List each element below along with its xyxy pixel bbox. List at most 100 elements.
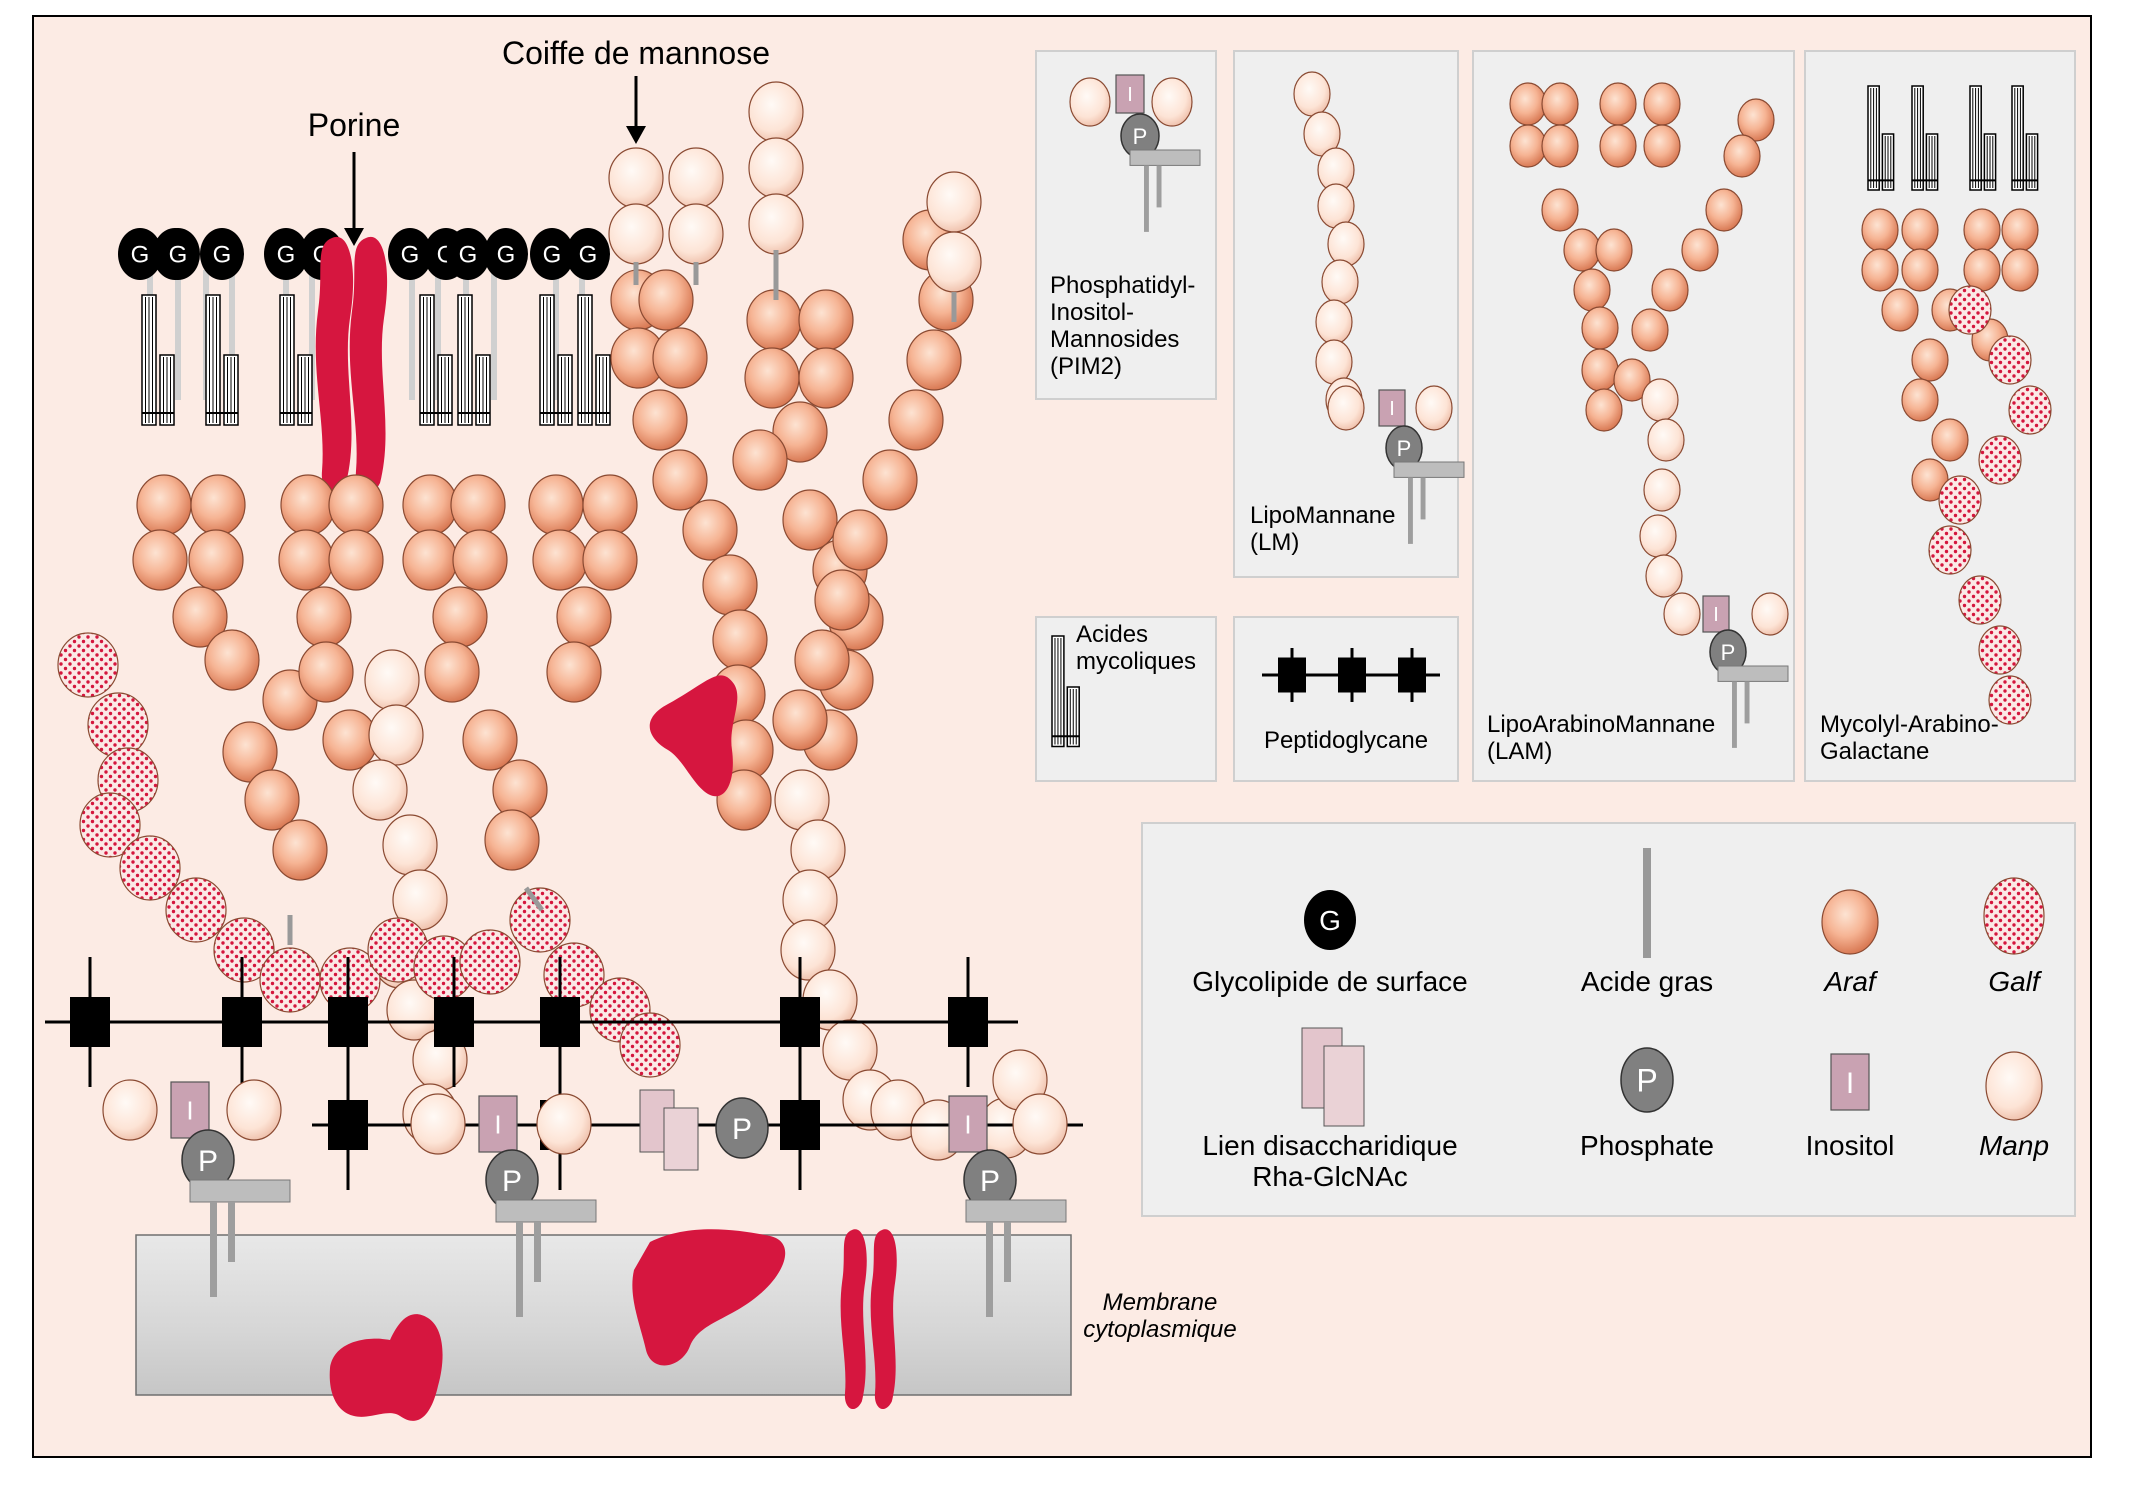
- label-peptidoglycan: Peptidoglycane: [1263, 727, 1429, 754]
- phosphate-letter: P: [732, 1113, 752, 1146]
- araf-residue: [402, 474, 458, 536]
- legend-label-araf: Araf: [1824, 966, 1876, 997]
- araf-residue: [402, 529, 458, 591]
- galf-residue: [2008, 385, 2052, 435]
- inositol-ring: [1702, 595, 1730, 633]
- araf-residue: [906, 329, 962, 391]
- glycerol-bar: [965, 1199, 1067, 1223]
- fatty-acid-tail: [534, 1222, 541, 1282]
- glycolipid-head: [530, 228, 574, 280]
- araf-residue: [1585, 388, 1623, 432]
- galf-residue: [509, 887, 571, 953]
- manp-residue: [1317, 183, 1355, 229]
- araf-residue: [2001, 208, 2039, 252]
- araf-residue: [582, 474, 638, 536]
- phosphate-letter: P: [980, 1165, 1000, 1198]
- araf-residue: [298, 641, 354, 703]
- araf-residue: [772, 689, 828, 751]
- araf-residue: [652, 327, 708, 389]
- araf-residue: [702, 554, 758, 616]
- inositol-ring: [1830, 1053, 1870, 1111]
- inositol-letter: I: [186, 1095, 193, 1125]
- manp-residue: [1321, 259, 1359, 305]
- manp-residue: [1985, 1051, 2043, 1121]
- panel-mycolic: [1035, 616, 1217, 782]
- glycolipid-head: [484, 228, 528, 280]
- araf-residue: [1573, 268, 1611, 312]
- manp-residue: [1069, 77, 1111, 127]
- araf-residue: [1541, 82, 1579, 126]
- araf-residue: [716, 769, 772, 831]
- label-mycolic: Acides mycoliques: [1076, 621, 1197, 676]
- manp-residue: [1315, 299, 1353, 345]
- araf-residue: [782, 489, 838, 551]
- manp-residue: [926, 171, 982, 233]
- phosphate-group: [1620, 1047, 1674, 1113]
- fatty-acid-tail: [1744, 681, 1750, 724]
- fatty-acid-tail: [986, 1222, 993, 1317]
- araf-residue: [682, 499, 738, 561]
- galf-residue: [1948, 285, 1992, 335]
- label-lam: LipoArabinoMannane (LAM): [1487, 711, 1715, 766]
- glycolipid-head: [388, 228, 432, 280]
- glycolipid-letter: G: [543, 242, 562, 269]
- fatty-acid-tail: [210, 1202, 217, 1297]
- araf-residue: [296, 586, 352, 648]
- galf-residue: [165, 877, 227, 943]
- label-pim-line4: (PIM2): [1050, 352, 1122, 380]
- fatty-acid-tail: [1420, 477, 1426, 520]
- manp-residue: [226, 1079, 282, 1141]
- legend-label-manp: Manp: [1978, 1130, 2050, 1161]
- araf-residue: [1911, 338, 1949, 382]
- fatty-acid-tail: [1732, 681, 1737, 748]
- glycolipid-letter: G: [497, 242, 516, 269]
- glycolipid-head: [446, 228, 490, 280]
- araf-residue: [1681, 228, 1719, 272]
- glycolipid-letter: G: [213, 242, 232, 269]
- label-porine: Porine: [307, 107, 401, 143]
- label-pim-line1: Phosphatidyl-: [1050, 272, 1196, 299]
- peptidoglycan-node: [434, 997, 474, 1047]
- galf-residue: [1988, 335, 2032, 385]
- glycerol-bar: [189, 1179, 291, 1203]
- inositol-letter: I: [1846, 1067, 1854, 1100]
- manp-residue: [1327, 385, 1365, 431]
- inositol-letter: I: [1127, 84, 1133, 106]
- glycolipid-letter: G: [401, 242, 420, 269]
- glycolipid-head: [200, 228, 244, 280]
- araf-residue: [272, 819, 328, 881]
- legend-label-phosphate: Phosphate: [1580, 1130, 1714, 1161]
- araf-residue: [450, 474, 506, 536]
- galf-residue: [87, 692, 149, 758]
- inositol-letter: I: [1389, 398, 1395, 420]
- label-mycolic-line2: mycoliques: [1076, 647, 1197, 675]
- araf-residue: [484, 809, 540, 871]
- legend-label-fatty-acid: Acide gras: [1580, 966, 1714, 997]
- araf-residue: [1595, 228, 1633, 272]
- araf-residue: [794, 629, 850, 691]
- galf-residue: [459, 929, 521, 995]
- peptidoglycan-node: [540, 997, 580, 1047]
- araf-residue: [1881, 288, 1919, 332]
- araf-residue: [188, 529, 244, 591]
- araf-residue: [190, 474, 246, 536]
- label-coiffe-de-mannose: Coiffe de mannose: [501, 35, 771, 71]
- phosphate-letter: P: [502, 1165, 522, 1198]
- phosphate-letter: P: [198, 1145, 218, 1178]
- galf-residue: [1978, 625, 2022, 675]
- manp-residue: [1751, 592, 1789, 636]
- araf-residue: [1901, 208, 1939, 252]
- label-membrane-line2: cytoplasmique: [1083, 1315, 1237, 1343]
- manp-residue: [102, 1079, 158, 1141]
- galf-residue: [1988, 675, 2032, 725]
- araf-residue: [462, 709, 518, 771]
- cell-envelope-illustration: GGGGGGGGGGGGIPIPIPP: [45, 76, 1083, 1421]
- araf-residue: [1705, 188, 1743, 232]
- araf-residue: [546, 641, 602, 703]
- araf-residue: [1541, 188, 1579, 232]
- legend-label-disaccharide-line1: Lien disaccharidique: [1202, 1130, 1458, 1161]
- glycerol-bar: [495, 1199, 597, 1223]
- peptidoglycan-node: [780, 997, 820, 1047]
